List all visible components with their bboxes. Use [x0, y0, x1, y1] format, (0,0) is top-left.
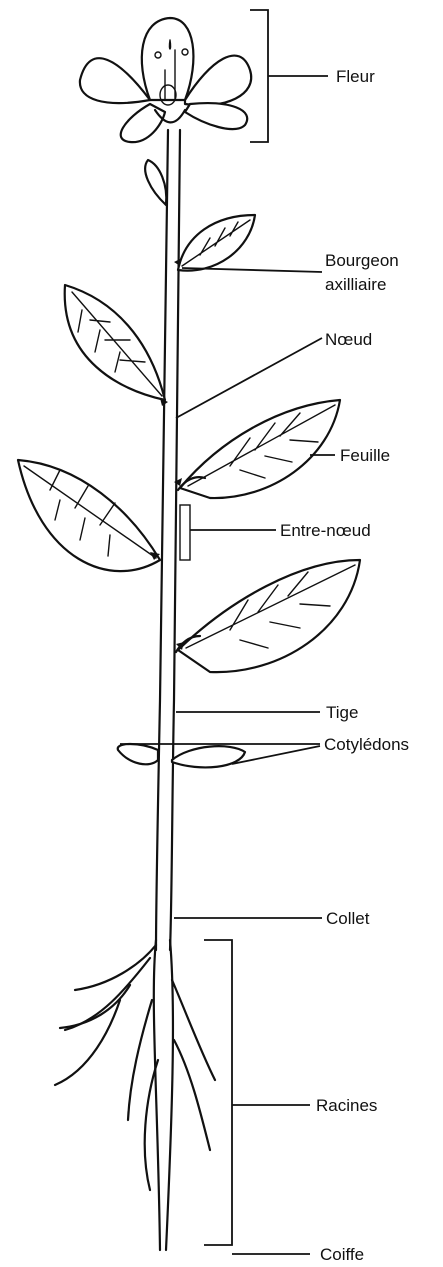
label-bourgeon-line1: Bourgeon — [325, 251, 399, 270]
flower-bracket — [250, 10, 268, 142]
label-tige: Tige — [326, 703, 358, 722]
stem — [156, 130, 180, 950]
flower — [80, 18, 251, 142]
leaf-upper-right — [178, 215, 255, 271]
roots — [55, 940, 215, 1250]
label-collet: Collet — [326, 909, 370, 928]
label-noeud: Nœud — [325, 330, 372, 349]
label-feuille: Feuille — [340, 446, 390, 465]
top-bud — [145, 160, 166, 205]
label-entre-noeud: Entre-nœud — [280, 521, 371, 540]
labels: Fleur Bourgeon axilliaire Nœud Feuille E… — [280, 67, 409, 1264]
internode-bracket — [180, 505, 190, 560]
leaf-middle-left — [18, 460, 160, 571]
label-fleur: Fleur — [336, 67, 375, 86]
leaf-upper-left — [65, 285, 165, 400]
label-cotyledons: Cotylédons — [324, 735, 409, 754]
roots-bracket — [204, 940, 232, 1245]
label-racines: Racines — [316, 1096, 377, 1115]
label-bourgeon-line2: axilliaire — [325, 275, 386, 294]
leaf-lower-right — [178, 560, 360, 672]
leaf-middle-right — [180, 400, 340, 498]
label-coiffe: Coiffe — [320, 1245, 364, 1264]
cotyledons — [118, 744, 245, 767]
